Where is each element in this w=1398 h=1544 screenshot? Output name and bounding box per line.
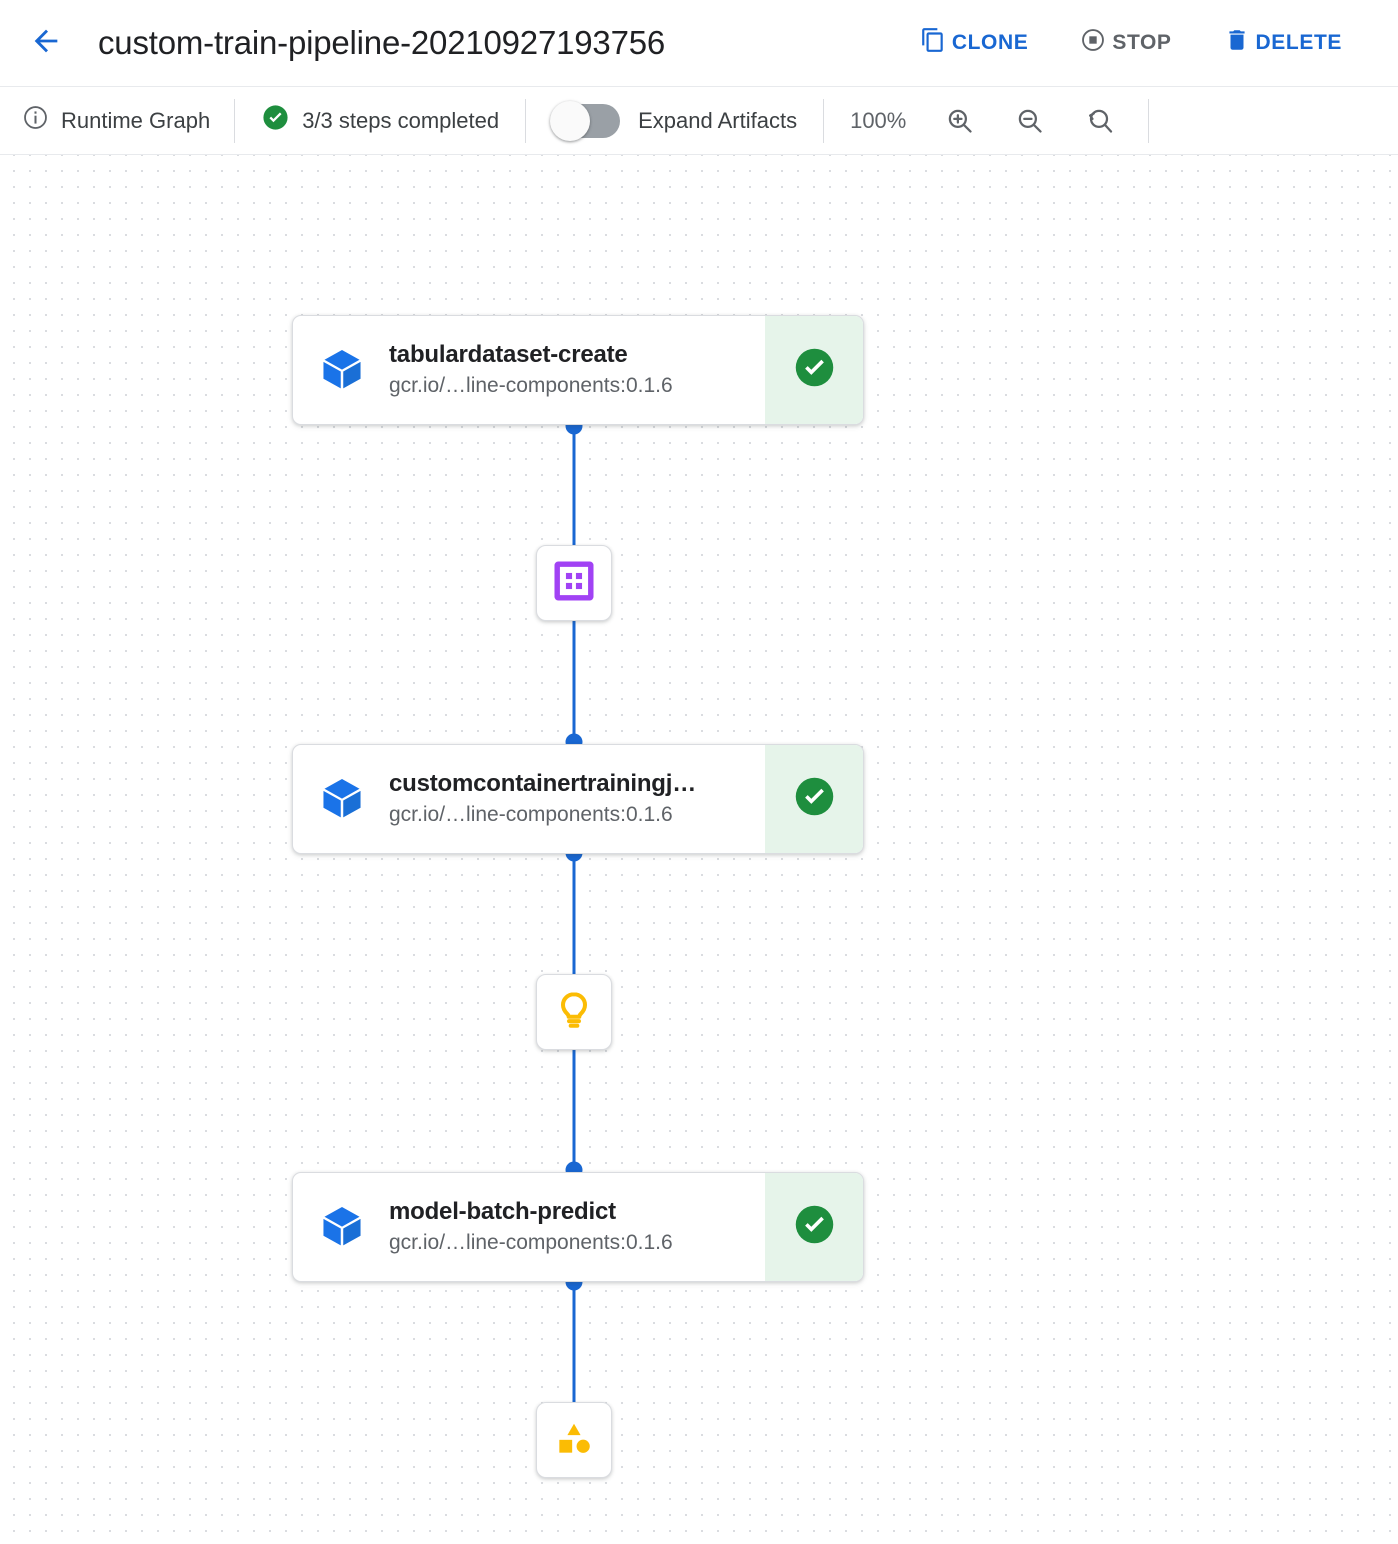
node-title: tabulardataset-create xyxy=(389,341,628,369)
header-actions: CLONE STOP DELETE xyxy=(916,21,1372,65)
node-status-badge xyxy=(765,1173,863,1281)
runtime-graph-label: Runtime Graph xyxy=(61,107,211,133)
node-text: customcontainertrainingj… gcr.io/…line-c… xyxy=(389,769,765,828)
back-button[interactable] xyxy=(22,19,70,67)
artifact-node-metrics[interactable] xyxy=(536,1402,612,1478)
artifact-node-dataset[interactable] xyxy=(536,545,612,621)
edge-node1-to-artifact1 xyxy=(572,425,576,587)
runtime-graph-tab[interactable]: Runtime Graph xyxy=(22,87,234,155)
check-circle-icon xyxy=(792,345,837,395)
dataset-artifact-icon xyxy=(553,560,595,607)
delete-button-label: DELETE xyxy=(1255,31,1342,54)
info-icon xyxy=(22,104,49,137)
node-text: model-batch-predict gcr.io/…line-compone… xyxy=(389,1197,765,1256)
clone-icon xyxy=(920,27,946,59)
trash-icon xyxy=(1224,27,1250,59)
toolbar-divider-4 xyxy=(1148,98,1150,143)
expand-artifacts-toggle[interactable]: Expand Artifacts xyxy=(526,100,823,141)
toolbar-divider-1 xyxy=(234,98,236,143)
pipeline-node-model-batch-predict[interactable]: model-batch-predict gcr.io/…line-compone… xyxy=(292,1172,864,1282)
metrics-artifact-icon xyxy=(552,1416,596,1465)
node-main: model-batch-predict gcr.io/…line-compone… xyxy=(293,1173,765,1281)
page-title: custom-train-pipeline-20210927193756 xyxy=(98,24,666,61)
delete-button[interactable]: DELETE xyxy=(1220,21,1346,65)
toolbar-divider-3 xyxy=(823,98,825,143)
pipeline-graph-canvas[interactable]: tabulardataset-create gcr.io/…line-compo… xyxy=(0,155,1398,1543)
stop-button-label: STOP xyxy=(1112,31,1172,54)
switch-knob xyxy=(550,100,591,141)
node-title: model-batch-predict xyxy=(389,1198,616,1226)
node-main: tabulardataset-create gcr.io/…line-compo… xyxy=(293,316,765,424)
zoom-out-button[interactable] xyxy=(1008,99,1052,143)
zoom-controls: 100% xyxy=(824,99,1148,143)
zoom-reset-button[interactable] xyxy=(1078,99,1122,143)
stop-button[interactable]: STOP xyxy=(1076,21,1175,65)
graph-toolbar: Runtime Graph 3/3 steps completed Expand… xyxy=(0,87,1398,155)
cube-icon xyxy=(315,1200,369,1254)
stop-icon xyxy=(1080,27,1106,59)
edge-artifact1-to-node2 xyxy=(572,621,576,779)
node-status-badge xyxy=(765,316,863,424)
artifact-node-model[interactable] xyxy=(536,974,612,1050)
expand-artifacts-switch[interactable] xyxy=(550,100,621,141)
arrow-back-icon xyxy=(29,24,63,63)
node-title: customcontainertrainingj… xyxy=(389,770,697,798)
expand-artifacts-label: Expand Artifacts xyxy=(638,107,798,133)
page-header: custom-train-pipeline-20210927193756 CLO… xyxy=(0,0,1398,87)
node-status-badge xyxy=(765,745,863,853)
zoom-level-label: 100% xyxy=(850,107,907,133)
cube-icon xyxy=(315,772,369,826)
steps-status-label: 3/3 steps completed xyxy=(302,107,500,133)
clone-button-label: CLONE xyxy=(951,31,1029,54)
cube-icon xyxy=(315,343,369,397)
steps-status: 3/3 steps completed xyxy=(235,87,525,155)
toolbar-divider-2 xyxy=(525,98,527,143)
pipeline-node-customcontainertrainingjob[interactable]: customcontainertrainingj… gcr.io/…line-c… xyxy=(292,744,864,854)
node-text: tabulardataset-create gcr.io/…line-compo… xyxy=(389,340,765,399)
edge-node3-to-artifact3 xyxy=(572,1283,576,1445)
edge-node2-to-artifact2 xyxy=(572,855,576,1017)
pipeline-node-tabulardataset-create[interactable]: tabulardataset-create gcr.io/…line-compo… xyxy=(292,315,864,425)
zoom-in-button[interactable] xyxy=(938,99,982,143)
node-subtitle: gcr.io/…line-components:0.1.6 xyxy=(389,374,673,398)
node-main: customcontainertrainingj… gcr.io/…line-c… xyxy=(293,745,765,853)
edge-artifact2-to-node3 xyxy=(572,1050,576,1208)
clone-button[interactable]: CLONE xyxy=(916,21,1033,65)
check-circle-icon xyxy=(261,103,290,138)
model-artifact-icon xyxy=(552,988,596,1037)
check-circle-icon xyxy=(792,774,837,824)
node-subtitle: gcr.io/…line-components:0.1.6 xyxy=(389,803,673,827)
node-subtitle: gcr.io/…line-components:0.1.6 xyxy=(389,1231,673,1255)
check-circle-icon xyxy=(792,1202,837,1252)
